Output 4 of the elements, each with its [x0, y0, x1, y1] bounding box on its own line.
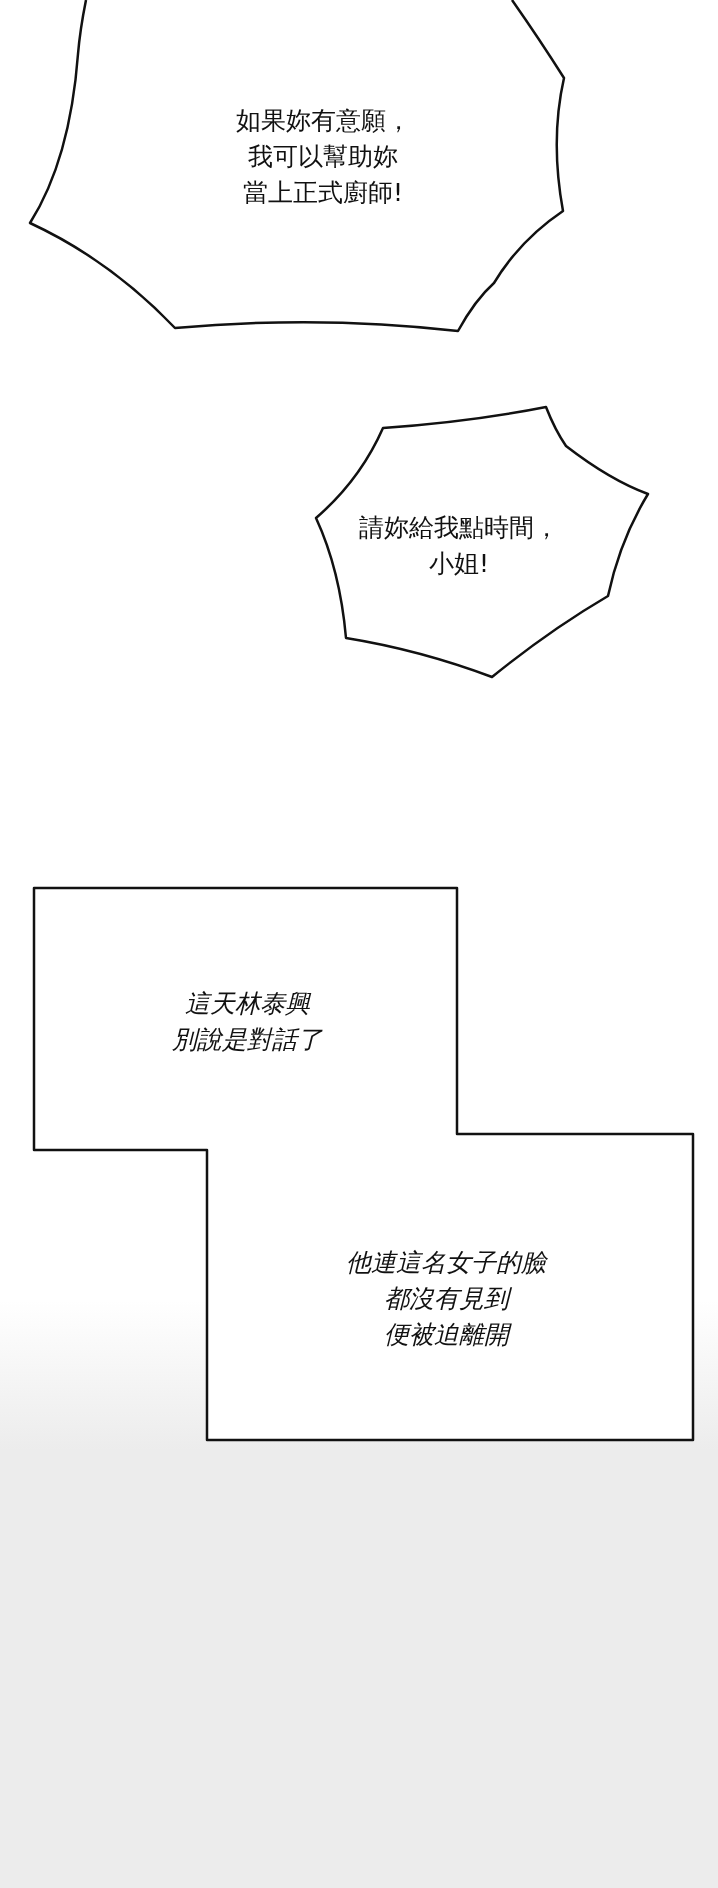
- narration-text: 這天林泰興別說是對話了: [172, 988, 322, 1056]
- speech-text: 請妳給我點時間，小姐!: [359, 512, 559, 580]
- narration-text: 他連這名女子的臉都沒有見到便被迫離開: [346, 1247, 546, 1351]
- speech-text: 如果妳有意願，我可以幫助妳當上正式廚師!: [235, 105, 411, 209]
